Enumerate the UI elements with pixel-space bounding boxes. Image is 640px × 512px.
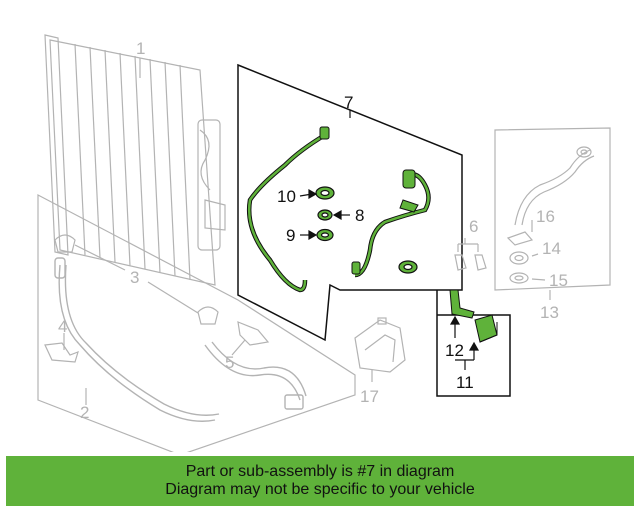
part-17-mount [354, 317, 406, 382]
callout-9[interactable]: 9 [286, 226, 295, 245]
callout-4: 4 [58, 317, 67, 336]
panel-lower-left [37, 194, 356, 452]
part-6-fittings [454, 238, 487, 271]
part-11-valve-block [474, 314, 498, 343]
banner-line-2: Diagram may not be specific to your vehi… [165, 481, 475, 498]
callout-6: 6 [469, 217, 478, 236]
callout-3: 3 [130, 268, 139, 287]
panel-part-13 [494, 127, 611, 291]
callout-5: 5 [225, 353, 234, 372]
callout-8[interactable]: 8 [355, 206, 364, 225]
callout-11[interactable]: 11 [456, 373, 474, 392]
callout-14: 14 [542, 239, 561, 258]
callout-7[interactable]: 7 [344, 93, 353, 112]
info-banner: Part or sub-assembly is #7 in diagram Di… [6, 456, 634, 506]
callout-15: 15 [549, 271, 568, 290]
part-13-hose [506, 146, 595, 284]
part-3-clips [54, 234, 219, 325]
o-ring-seals [315, 186, 418, 274]
callout-1: 1 [136, 39, 145, 58]
callout-13: 13 [540, 303, 559, 322]
part-4-bracket [44, 342, 79, 363]
part-12-bracket [449, 289, 475, 319]
transmission-cooler-lines [54, 257, 307, 422]
callout-12[interactable]: 12 [445, 341, 464, 360]
part-5-bracket [237, 321, 270, 346]
leaders-11-12 [449, 315, 480, 370]
banner-line-1: Part or sub-assembly is #7 in diagram [185, 463, 455, 480]
ac-hose-left [247, 126, 330, 293]
callout-16: 16 [536, 207, 555, 226]
ac-hose-right [351, 169, 431, 278]
leader-arrows-8-10 [299, 188, 350, 241]
callout-2: 2 [80, 403, 89, 422]
parts-diagram: 1 2 3 4 5 6 7 8 9 10 11 12 13 14 15 16 1… [37, 34, 611, 452]
radiator-drawing [44, 34, 226, 286]
callout-17: 17 [360, 387, 379, 406]
callout-10[interactable]: 10 [277, 187, 296, 206]
leader-lines-2-5 [63, 244, 246, 405]
